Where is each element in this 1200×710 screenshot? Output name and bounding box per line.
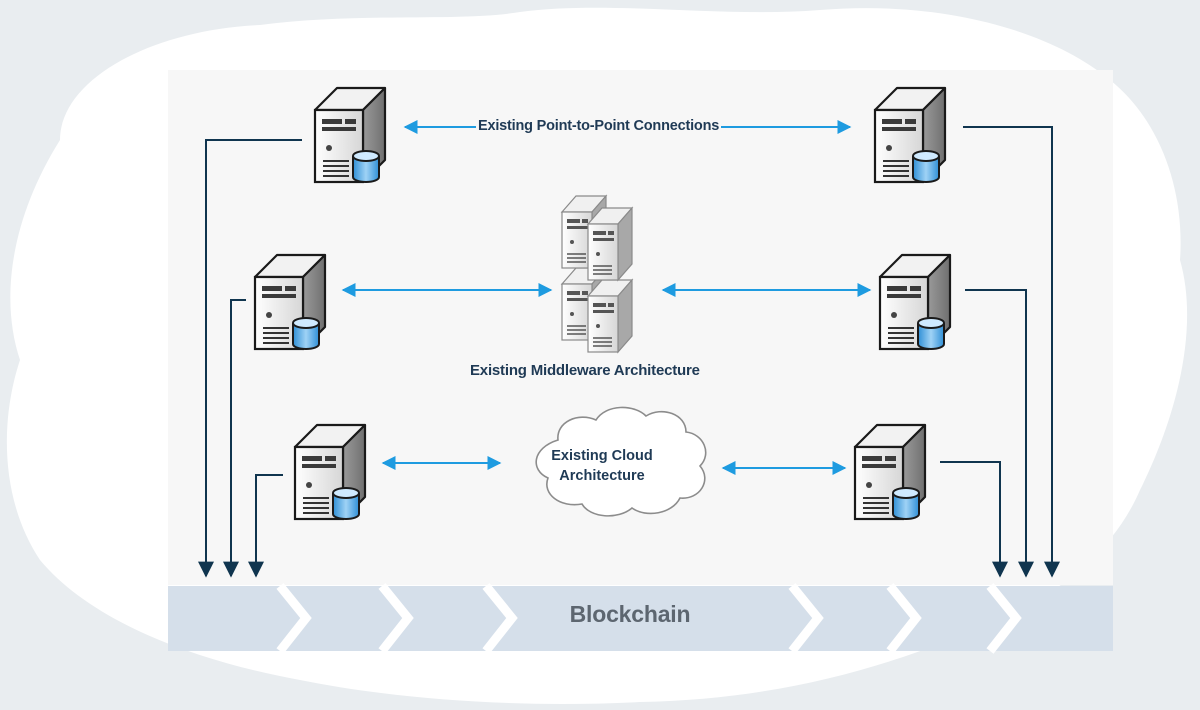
cloud-label-line2: Architecture xyxy=(559,468,645,484)
chevron-icon xyxy=(886,583,922,654)
blockchain-label: Blockchain xyxy=(569,601,691,627)
blockchain-feed-arrow xyxy=(940,461,1008,578)
blockchain-feed-arrow xyxy=(248,474,283,578)
blockchain-feed-arrow xyxy=(198,139,302,578)
server-cluster-icon xyxy=(561,195,633,353)
point-to-point-label: Existing Point-to-Point Connections xyxy=(476,118,722,134)
chevron-icon xyxy=(788,583,824,654)
blockchain-feed-arrow xyxy=(965,289,1034,578)
chevron-icon xyxy=(276,583,312,654)
server-icon xyxy=(853,423,927,521)
blockchain-feed-arrow xyxy=(223,299,246,578)
middleware-label: Existing Middleware Architecture xyxy=(470,362,700,379)
server-icon xyxy=(293,423,367,521)
cloud-label-line1: Existing Cloud xyxy=(551,448,653,464)
cloud-icon xyxy=(535,406,707,517)
blockchain-feed-arrow xyxy=(963,126,1060,578)
chevron-icon xyxy=(378,583,414,654)
cloud-architecture-label: Existing Cloud Architecture xyxy=(548,446,656,486)
server-icon xyxy=(878,253,952,351)
blockchain-band xyxy=(168,583,1113,654)
server-icon xyxy=(313,86,387,184)
chevron-icon xyxy=(482,583,518,654)
server-icon xyxy=(253,253,327,351)
server-icon xyxy=(873,86,947,184)
chevron-icon xyxy=(986,583,1022,654)
